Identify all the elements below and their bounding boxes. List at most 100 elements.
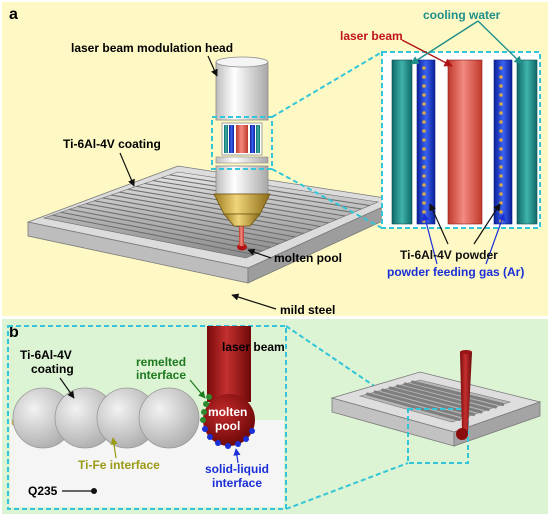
- coating-label-b-line1: Ti-6Al-4V: [20, 348, 72, 362]
- powder-particle: [499, 84, 503, 88]
- powder-particle: [422, 210, 426, 214]
- powder-particle: [499, 174, 503, 178]
- powder-particle: [422, 66, 426, 70]
- coating-pointer-b: [59, 377, 75, 399]
- callout-line-b-bottom: [285, 462, 409, 510]
- powder-particle: [422, 147, 426, 151]
- solid-liquid-label-line2: interface: [212, 476, 262, 490]
- remelted-pointer: [189, 379, 206, 399]
- laser-beam-label-b: laser beam: [222, 340, 285, 354]
- molten-label-b-line2: pool: [215, 419, 240, 433]
- track-line: [60, 211, 263, 252]
- track-line: [77, 205, 280, 245]
- powder-particle: [422, 84, 426, 88]
- track-line: [169, 174, 370, 207]
- callout-line-top: [271, 51, 383, 118]
- track-line: [119, 191, 321, 228]
- bead-track-3d: [396, 384, 490, 411]
- cooling-pointer-right: [477, 20, 523, 65]
- bead: [138, 387, 200, 449]
- remelted-label-line1: remelted: [136, 355, 186, 369]
- track-line: [94, 200, 296, 238]
- cooling-channel-left: [391, 59, 413, 225]
- laser-channel: [447, 59, 483, 225]
- powder-particles: [422, 66, 503, 223]
- powder-particle: [499, 192, 503, 196]
- remelted-label-line2: interface: [136, 368, 186, 382]
- track-line: [110, 194, 313, 231]
- track-line: [85, 203, 288, 242]
- powder-particle: [499, 210, 503, 214]
- solid-liquid-label-line1: solid-liquid: [205, 462, 269, 476]
- powder-pointer-right: [473, 203, 501, 245]
- cross-section-inset: [7, 325, 287, 510]
- block-3d-view: [330, 350, 542, 464]
- molten-pool-label-a: molten pool: [274, 251, 342, 265]
- modulation-head-label: laser beam modulation head: [71, 41, 233, 55]
- powder-particle: [422, 201, 426, 205]
- gas-pointer-left: [422, 213, 438, 265]
- powder-particle: [499, 93, 503, 97]
- powder-pointer-left: [429, 203, 449, 245]
- bead-track-3d: [411, 380, 505, 406]
- track-line: [52, 214, 255, 256]
- laser-beam-label-a: laser beam: [340, 29, 403, 43]
- bead-track-3d: [381, 388, 476, 416]
- powder-particle: [422, 156, 426, 160]
- powder-particle: [499, 102, 503, 106]
- bead-track-3d: [403, 382, 497, 409]
- modulation-head-pointer: [207, 55, 218, 77]
- powder-particle: [422, 93, 426, 97]
- coating-tracks: [42, 171, 380, 259]
- laser-beam-3d: [460, 352, 472, 432]
- track-line: [102, 197, 304, 235]
- powder-particle: [499, 156, 503, 160]
- modulation-head: [213, 56, 271, 227]
- coating-label-b-line2: coating: [31, 362, 74, 376]
- coating-label-a: Ti-6Al-4V coating: [63, 137, 161, 151]
- bead-track-3d: [366, 392, 461, 421]
- powder-particle: [422, 102, 426, 106]
- solid-liquid-interface-dots: [202, 426, 255, 449]
- cooling-pointer-left: [410, 20, 479, 65]
- panel-b-letter: b: [9, 324, 19, 341]
- powder-particle: [499, 120, 503, 124]
- molten-label-b-line1: molten: [208, 405, 247, 419]
- powder-particle: [422, 129, 426, 133]
- molten-pool-b: [203, 394, 255, 446]
- panel-a-letter: a: [9, 6, 18, 23]
- tife-label: Ti-Fe interface: [78, 458, 160, 472]
- powder-particle: [499, 147, 503, 151]
- powder-particle: [499, 165, 503, 169]
- head-inset: [381, 51, 541, 229]
- molten-pool-pointer-a: [247, 248, 272, 259]
- coating-pointer-a: [119, 152, 135, 187]
- powder-label: Ti-6Al-4V powder: [400, 248, 498, 262]
- powder-particle: [499, 66, 503, 70]
- laser-beam-b: [207, 326, 251, 402]
- powder-particle: [422, 75, 426, 79]
- remelted-interface-dots: [200, 394, 212, 423]
- track-line: [69, 208, 271, 249]
- mild-steel-pointer: [231, 293, 277, 310]
- powder-particle: [422, 174, 426, 178]
- powder-particle: [422, 192, 426, 196]
- powder-particle: [499, 111, 503, 115]
- bead-track-3d: [373, 390, 468, 419]
- tife-pointer: [110, 437, 118, 459]
- q235-label: Q235: [28, 484, 58, 498]
- powder-particle: [499, 138, 503, 142]
- laser-beam-a: [239, 226, 244, 246]
- solid-liquid-pointer: [233, 448, 241, 464]
- powder-particle: [422, 165, 426, 169]
- powder-particle: [422, 120, 426, 124]
- molten-pool-3d: [456, 428, 468, 440]
- cooling-water-label: cooling water: [423, 8, 501, 22]
- cooling-channel-right: [516, 59, 538, 225]
- powder-particle: [499, 75, 503, 79]
- powder-particle: [422, 111, 426, 115]
- powder-particle: [422, 183, 426, 187]
- powder-channel-left: [416, 59, 436, 225]
- powder-particle: [499, 129, 503, 133]
